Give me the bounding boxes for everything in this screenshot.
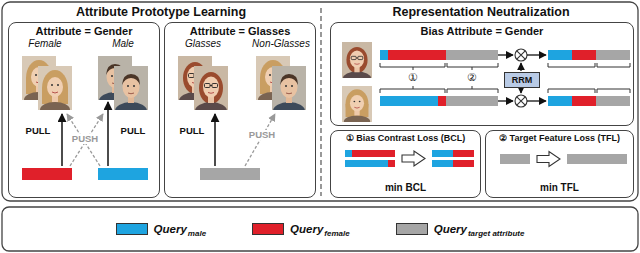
male-segment [548,50,572,60]
push-arrow [70,114,103,166]
face-photo [342,86,372,129]
legend-item: Querymale [116,223,206,235]
male-segment [548,96,572,106]
multiply-symbol [515,49,527,61]
legend-subscript: target attribute [468,229,524,238]
class-label: Non-Glasses [251,38,311,49]
pull-arrow [107,102,109,166]
node-note: min BCL [385,182,426,194]
class-label: Male [111,38,135,49]
prototype-panel: Attribute = Gender Attribute = Glasses Att… [2,2,320,202]
push-label: PUSH [248,130,276,140]
legend-subscript: female [324,229,349,238]
callout-number: ② [466,71,478,83]
flow-arrow [520,63,521,71]
multiply-symbol [517,51,525,59]
face-photo [342,42,372,86]
legend-swatch [252,223,284,235]
rrm-module: RRM [504,72,540,88]
multiply-symbol [515,95,527,107]
flow-arrow [527,54,546,55]
bracket [380,63,498,70]
face-photo [38,66,72,118]
divider [320,8,321,196]
legend-frame [2,207,638,251]
class-label: Glasses [184,38,222,49]
pull-arrow [61,114,63,166]
bracket [380,86,498,93]
callout-number: ① [407,71,419,83]
flow-arrow [527,100,546,101]
bracket [548,89,630,93]
female-segment [453,150,474,157]
node-title: RRM [512,75,533,86]
pull-arrow [214,114,216,166]
female-segment [572,50,596,60]
legend-text: Query [434,223,467,235]
target-segment [500,154,530,164]
target-segment [567,154,627,164]
node-title: Representation Neutralization [392,5,569,20]
node-title: ① Bias Contrast Loss (BCL) [346,133,466,144]
legend-item: Querytarget attribute [396,223,525,235]
pull-label: PULL [25,126,52,136]
legend-swatch [116,223,148,235]
legend-item: Queryfemale [252,223,350,235]
node-title: Attribute Prototype Learning [76,5,246,20]
male-segment [380,96,438,106]
class-label: Female [27,38,62,49]
node-title: Attribute = Gender [36,25,133,38]
neutralization-panel: RRM Bias Attribute = Gender ① Bias Contras… [324,2,638,202]
male-segment [345,150,352,157]
bias-box: RRM Bias Attribute = Gender [330,22,634,126]
node-title: Attribute = Glasses [190,25,291,38]
female-segment [352,150,395,157]
female-query-bar [22,168,72,180]
main-frame [2,2,638,201]
flow-arrow [498,54,513,55]
pull-label: PULL [120,126,147,136]
female-segment [453,160,474,167]
hollow-arrow [537,152,560,167]
node-title: ② Target Feature Loss (TFL) [499,133,620,144]
male-query-bar [98,168,148,180]
target-query-bar [200,168,260,180]
node-note: min TFL [540,182,579,194]
male-segment [432,160,453,167]
female-segment [572,96,596,106]
target-segment [446,50,498,60]
legend: QuerymaleQueryfemaleQuerytarget attribut… [2,217,638,241]
push-label: PUSH [71,134,99,144]
hollow-arrow [402,151,425,166]
loss-box: ① Bias Contrast Loss (BCL) min BCL [330,130,481,198]
face-photo [114,66,148,120]
flow-arrow [498,100,513,101]
node-title: Bias Attribute = Gender [421,25,544,38]
legend-swatch [396,223,428,235]
legend-subscript: male [188,229,206,238]
legend-text: Query [154,223,187,235]
pull-label: PULL [179,126,206,136]
female-segment [388,160,395,167]
bracket [548,63,630,67]
target-segment [596,96,630,106]
female-segment [388,50,446,60]
target-segment [596,50,630,60]
push-arrow [67,114,100,166]
multiply-symbol [517,97,525,105]
face-photo [272,66,306,120]
male-segment [380,50,388,60]
target-segment [446,96,498,106]
face-photo [194,66,228,120]
male-segment [345,160,388,167]
male-segment [432,150,453,157]
female-segment [438,96,446,106]
legend-text: Query [290,223,323,235]
loss-box: ② Target Feature Loss (TFL) min TFL [485,130,634,198]
